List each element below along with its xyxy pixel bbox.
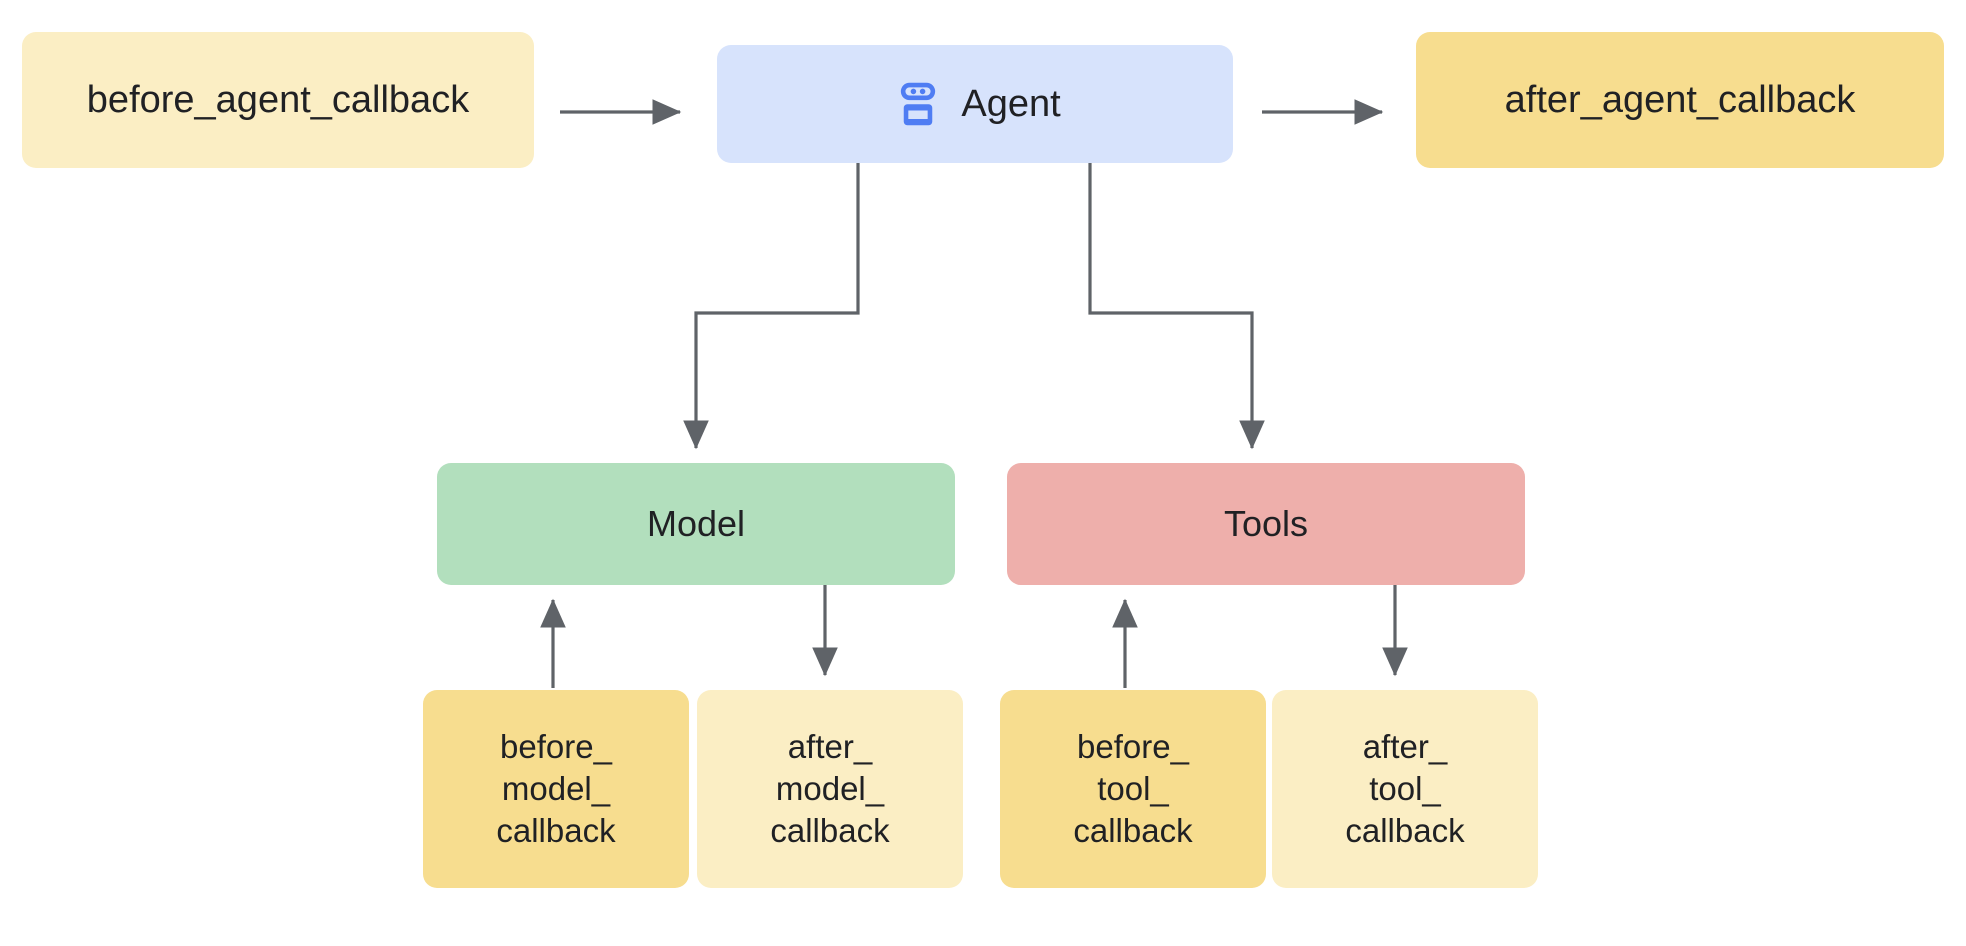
node-label-before-agent-callback: before_agent_callback [86, 78, 470, 121]
edge-agent-to-model [683, 163, 860, 450]
node-label-before-tool-callback: before_ tool_ callback [1073, 727, 1193, 850]
node-after-tool-callback[interactable]: after_ tool_ callback [1272, 690, 1538, 888]
node-before-tool-callback[interactable]: before_ tool_ callback [1000, 690, 1266, 888]
node-label-model: Model [646, 502, 746, 544]
node-label-before-model-callback: before_ model_ callback [496, 727, 616, 850]
node-label-after-agent-callback: after_agent_callback [1504, 78, 1856, 121]
node-label-tools: Tools [1223, 502, 1309, 544]
agent-node-content: Agent [889, 75, 1061, 133]
node-model[interactable]: Model [437, 463, 955, 585]
node-tools[interactable]: Tools [1007, 463, 1525, 585]
node-before-model-callback[interactable]: before_ model_ callback [423, 690, 689, 888]
node-after-model-callback[interactable]: after_ model_ callback [697, 690, 963, 888]
edge-paths [540, 99, 1408, 688]
node-label-after-tool-callback: after_ tool_ callback [1345, 727, 1465, 850]
node-after-agent-callback[interactable]: after_agent_callback [1416, 32, 1944, 168]
node-before-agent-callback[interactable]: before_agent_callback [22, 32, 534, 168]
node-agent[interactable]: Agent [717, 45, 1233, 163]
edge-agent-to-tools [1088, 163, 1265, 450]
node-label-agent: Agent [961, 82, 1061, 125]
robot-icon [901, 82, 936, 126]
node-label-after-model-callback: after_ model_ callback [770, 727, 890, 850]
